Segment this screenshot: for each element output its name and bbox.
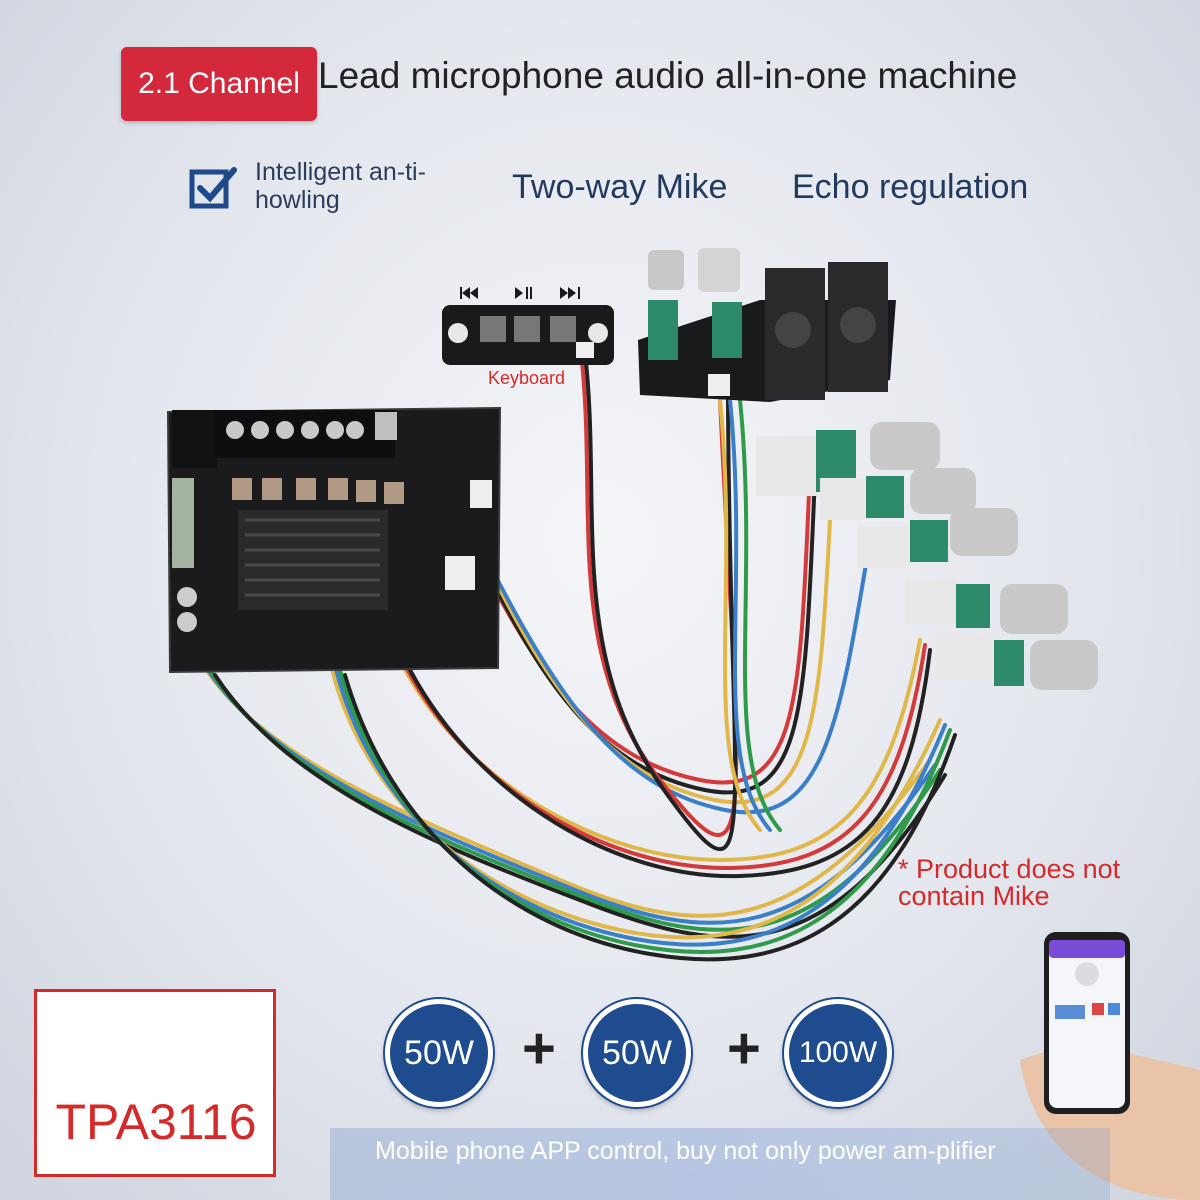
checkbox-icon [189, 167, 237, 209]
power-badge-sub: 100W [784, 999, 892, 1107]
note-no-mike: * Product does not contain Mike [898, 854, 1121, 911]
power-badge-right: 50W [583, 999, 691, 1107]
chip-box [34, 989, 276, 1177]
chip-model: TPA3116 [55, 1094, 257, 1150]
feature-echo-regulation: Echo regulation [792, 168, 1029, 206]
plus-sign: + [522, 1016, 556, 1081]
footer-band [330, 1128, 1110, 1200]
footer-text: Mobile phone APP control, buy not only p… [375, 1137, 996, 1165]
keyboard-label: Keyboard [488, 368, 566, 388]
feature-two-way-mike: Two-way Mike [512, 168, 728, 206]
power-badge-left: 50W [385, 999, 493, 1107]
channel-badge: 2.1 Channel [121, 47, 317, 121]
feature-anti-howling: Intelligent an-ti-howling [255, 158, 426, 214]
page-title: Lead microphone audio all-in-one machine [318, 55, 1018, 96]
plus-sign: + [727, 1016, 761, 1081]
